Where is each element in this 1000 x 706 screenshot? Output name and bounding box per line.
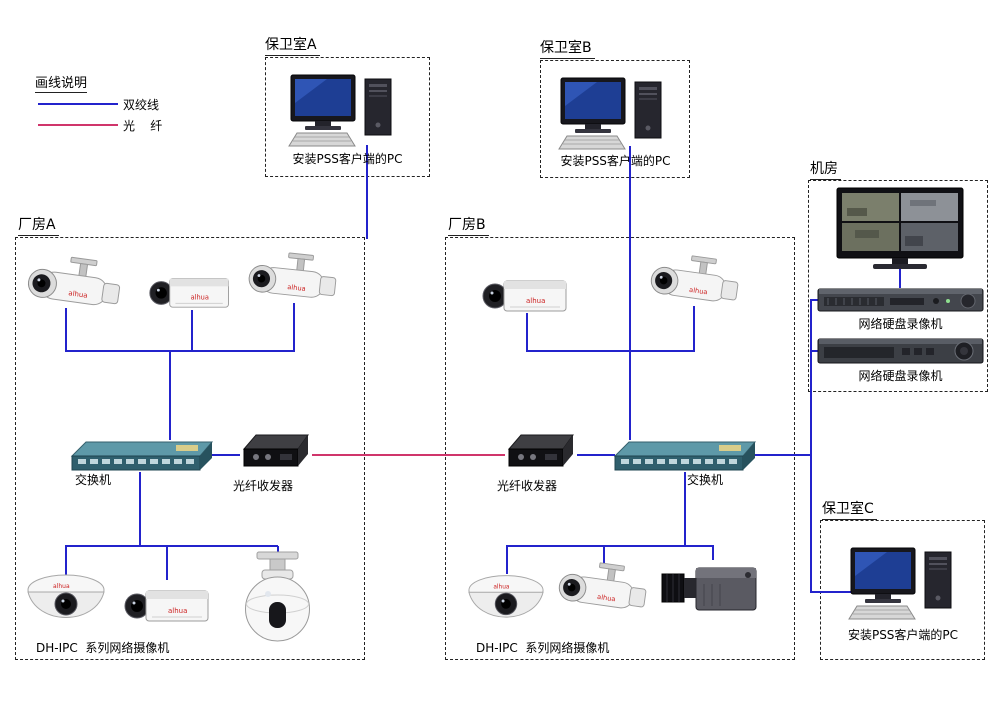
nvr-2 <box>817 338 984 364</box>
wire-pc-b-down <box>629 146 631 352</box>
box-camera-a1 <box>147 265 237 320</box>
box-camera-icon <box>124 590 209 622</box>
factory-a-zone <box>15 237 365 660</box>
wire-cam-a1-drop <box>65 308 67 352</box>
wire-boxlens-b-drop <box>712 547 714 560</box>
legend-fiber-label: 光 纤 <box>123 119 163 133</box>
cctv-monitor-icon <box>836 187 964 270</box>
pc-guard-c <box>845 547 965 620</box>
legend-fiber-swatch <box>38 124 118 126</box>
legend-twisted-pair-swatch <box>38 103 118 105</box>
guard-room-c-title: 保卫室C <box>822 498 877 520</box>
wire-dome-b-drop <box>506 547 508 574</box>
wire-switch-a-down <box>139 472 141 545</box>
fiber-transceiver-a <box>240 430 312 472</box>
network-switch-icon <box>614 441 756 471</box>
factory-b-cameras-label: DH-IPC 系列网络摄像机 <box>476 641 610 655</box>
pc-a-label: 安装PSS客户端的PC <box>292 152 403 166</box>
ptz-dome-camera-a <box>240 551 315 644</box>
dome-camera-b <box>466 572 546 630</box>
wire-right-riser <box>810 299 812 593</box>
bullet-camera-icon <box>247 248 339 301</box>
lens-box-camera-b <box>661 558 762 620</box>
nvr-icon <box>817 288 984 312</box>
box-camera-icon <box>149 278 229 308</box>
transceiver-b-label: 光纤收发器 <box>497 479 558 493</box>
pc-guard-a <box>285 74 405 147</box>
box-camera-a2 <box>122 578 217 633</box>
nvr-1 <box>817 288 984 312</box>
desktop-pc-icon <box>848 547 952 620</box>
dome-camera-a <box>25 572 107 630</box>
wire-pc-a-down <box>366 145 368 239</box>
dome-camera-icon <box>468 575 544 618</box>
dome-camera-icon <box>27 574 105 618</box>
wire-transceiver-b-to-switch-b <box>577 454 615 456</box>
factory-a-cameras-label: DH-IPC 系列网络摄像机 <box>36 641 170 655</box>
wire-switch-b-down <box>684 472 686 545</box>
wire-riser-to-pc-c <box>810 591 858 593</box>
wire-factory-a-top-trunk <box>65 350 295 352</box>
wire-boxcam-a-bottom-drop <box>166 547 168 580</box>
box-camera-icon <box>482 280 567 312</box>
wire-switch-b-to-riser <box>755 454 812 456</box>
ptz-dome-camera-icon <box>245 551 310 642</box>
guard-room-a-title: 保卫室A <box>265 34 320 56</box>
guard-room-b-zone <box>540 60 690 178</box>
bullet-camera-a2 <box>243 248 344 318</box>
cctv-monitor <box>835 187 965 273</box>
wire-factory-b-top-trunk <box>526 350 695 352</box>
fiber-transceiver-a-to-b <box>312 454 505 456</box>
desktop-pc-icon <box>558 77 662 150</box>
guard-room-a-zone <box>265 57 430 177</box>
network-switch-icon <box>71 441 213 471</box>
wire-cam-a2-drop <box>191 310 193 352</box>
legend-twisted-pair-label: 双绞线 <box>123 98 160 112</box>
pc-b-label: 安装PSS客户端的PC <box>560 154 671 168</box>
box-camera-b1 <box>480 268 575 323</box>
factory-b-zone <box>445 237 795 660</box>
guard-room-c-zone <box>820 520 985 660</box>
pc-c-label: 安装PSS客户端的PC <box>847 628 959 642</box>
switch-b-label: 交换机 <box>687 473 724 487</box>
fiber-transceiver-icon <box>243 434 309 467</box>
fiber-transceiver-icon <box>508 434 574 467</box>
pc-guard-b <box>555 77 675 150</box>
server-room-zone <box>808 180 988 392</box>
wire-dome-a-drop <box>65 547 67 575</box>
wire-factory-a-bottom-trunk <box>65 545 278 547</box>
switch-factory-b <box>614 440 756 472</box>
desktop-pc-icon <box>288 74 392 147</box>
nvr-icon <box>817 338 984 364</box>
switch-factory-a <box>71 440 213 472</box>
wire-riser-to-nvr1 <box>810 299 820 301</box>
nvr2-label: 网络硬盘录像机 <box>858 369 943 383</box>
factory-b-title: 厂房B <box>448 214 489 236</box>
server-room-title: 机房 <box>810 158 841 180</box>
wire-riser-to-nvr2 <box>810 350 820 352</box>
wire-cam-a3-drop <box>293 303 295 352</box>
wire-cam-b2-drop <box>693 306 695 352</box>
wire-monitor-to-nvr1 <box>899 268 901 288</box>
wire-cam-b1-drop <box>526 313 528 352</box>
wire-bullet-b-bottom-drop <box>603 547 605 567</box>
wire-factory-a-trunk-to-switch <box>169 352 171 440</box>
nvr1-label: 网络硬盘录像机 <box>858 317 943 331</box>
factory-a-title: 厂房A <box>18 214 59 236</box>
wire-factory-b-bottom-trunk <box>506 545 714 547</box>
switch-a-label: 交换机 <box>75 473 112 487</box>
wire-switch-a-to-transceiver-a <box>212 454 240 456</box>
transceiver-a-label: 光纤收发器 <box>233 479 294 493</box>
fiber-transceiver-b <box>505 430 577 472</box>
legend-title: 画线说明 <box>35 72 88 93</box>
wire-ptz-a-drop <box>277 546 279 554</box>
wire-factory-b-trunk-to-switch <box>629 352 631 440</box>
lens-box-camera-icon <box>661 567 757 611</box>
guard-room-b-title: 保卫室B <box>540 37 595 59</box>
